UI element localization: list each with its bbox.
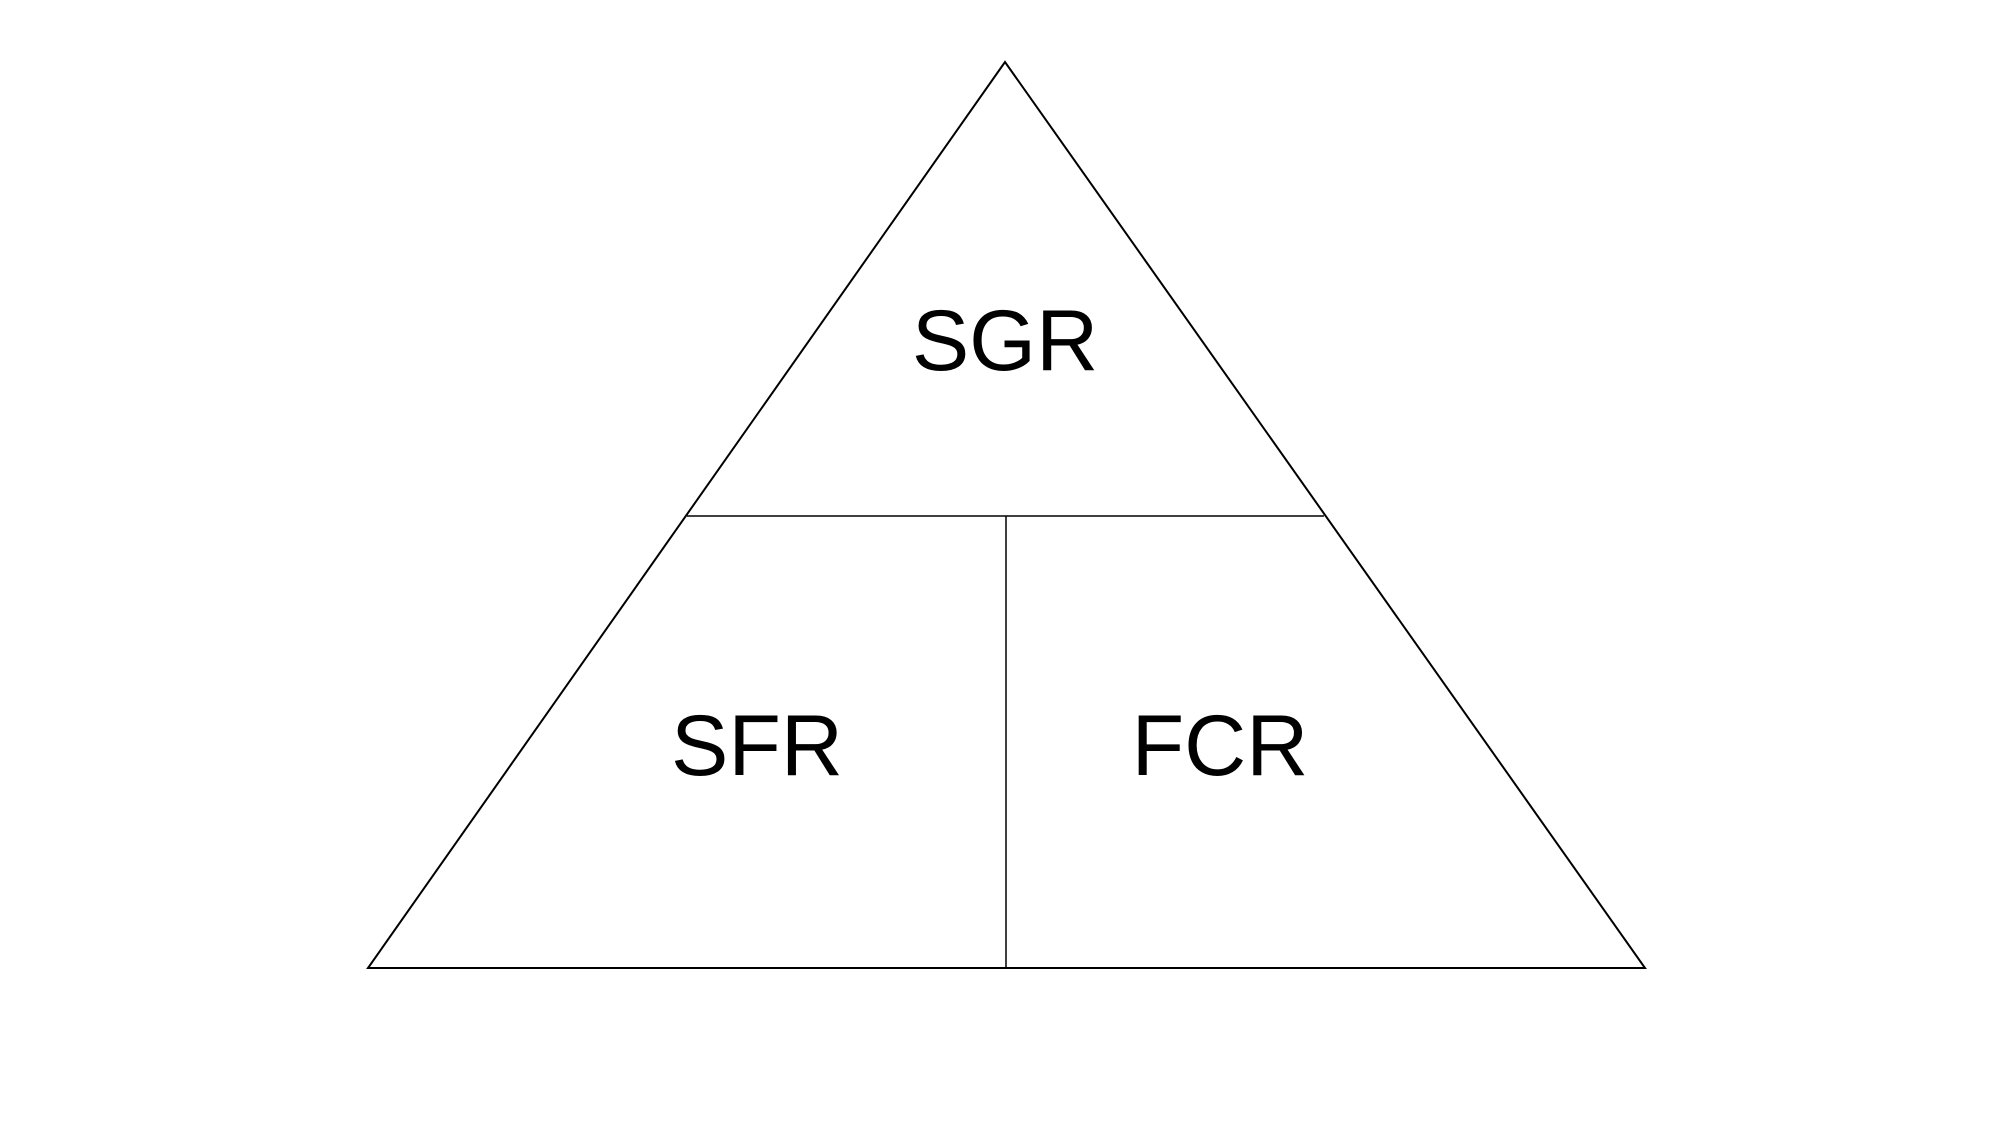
section-label-bottom-right: FCR	[1132, 698, 1309, 794]
section-label-bottom-left: SFR	[671, 698, 843, 794]
section-label-top: SGR	[912, 293, 1098, 389]
